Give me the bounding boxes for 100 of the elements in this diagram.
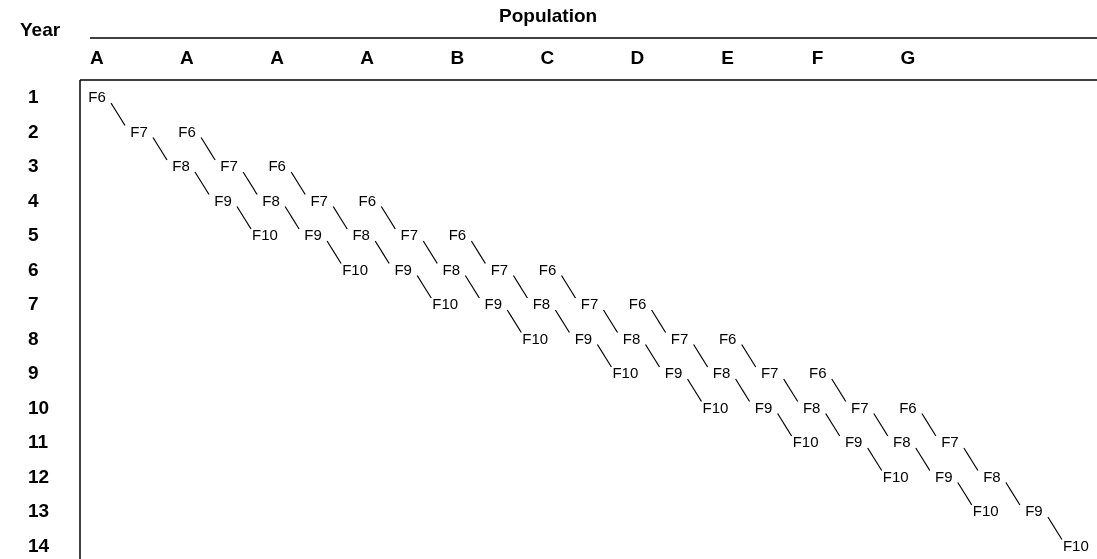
connector-line [290,171,306,196]
row-header: 12 [28,465,50,488]
connector-line [380,205,396,230]
generation-label: F6 [531,259,564,280]
generation-label: F7 [843,397,876,418]
connector-line [686,378,703,403]
connector-line [422,240,438,265]
connector-line [554,309,570,334]
connector-line [416,274,432,299]
generation-label: F6 [261,156,294,176]
generation-label: F8 [525,294,558,314]
generation-label: F8 [255,190,288,211]
connector-line [200,136,216,161]
column-header: A [90,47,104,69]
generation-label: F9 [837,432,870,452]
generation-label: F6 [351,190,384,211]
connector-line [596,343,612,368]
column-header: F [811,47,824,69]
connector-line [1047,516,1063,541]
generation-label: F7 [303,190,336,211]
row-header: 5 [28,224,39,246]
connector-line [284,205,300,230]
connector-line [873,412,889,437]
column-header: D [630,47,645,69]
generation-label: F7 [753,363,786,383]
row-header: 3 [28,155,39,177]
row-header: 14 [28,534,50,557]
generation-label: F10 [609,363,642,383]
generation-label: F10 [249,225,281,245]
connector-line [651,309,667,334]
connector-line [915,447,931,472]
connector-line [236,205,252,230]
connector-line [110,102,126,127]
generation-label: F8 [705,363,738,383]
generation-label: F9 [657,363,690,383]
generation-label: F8 [615,328,648,349]
row-header: 7 [28,293,39,315]
generation-label: F9 [747,397,780,418]
generation-label: F8 [885,432,918,452]
connector-line [326,240,342,265]
generation-label: F9 [927,466,960,487]
column-header: A [360,47,375,69]
row-header: 4 [28,189,39,212]
column-header: G [900,47,916,69]
connector-line [921,412,937,437]
row-header: 11 [28,431,49,453]
connector-line [741,343,757,368]
column-header: A [270,47,284,69]
generation-label: F8 [975,466,1008,487]
generation-label: F9 [387,259,420,280]
connector-line [464,274,480,299]
connector-line [242,171,258,196]
connector-line [825,412,841,437]
generation-label: F10 [429,294,462,314]
generation-label: F7 [123,121,155,142]
generation-label: F7 [663,328,696,349]
column-header: B [450,47,465,69]
connector-line [152,136,168,161]
connector-line [693,343,709,368]
connector-line [957,481,973,506]
generation-label: F8 [165,156,197,176]
generation-label: F10 [1059,535,1092,556]
connector-line [194,171,210,196]
connector-line [777,412,793,437]
generation-label: F6 [441,225,474,245]
generation-label: F7 [933,432,966,452]
connector-line [963,447,979,472]
row-header: 1 [28,86,39,108]
generation-label: F7 [573,294,606,314]
generation-label: F8 [345,225,378,245]
connector-line [644,343,661,368]
connector-line [1005,481,1021,506]
generation-label: F6 [891,397,924,418]
generation-label: F7 [393,225,426,245]
generation-label: F8 [435,259,468,280]
row-header: 13 [28,500,50,522]
generation-label: F10 [699,397,732,418]
row-header: 6 [28,258,39,281]
connector-line [831,378,847,403]
generation-label: F10 [789,432,822,452]
axis-title: Population [499,5,598,27]
connector-line [512,274,528,299]
generation-label: F7 [483,259,516,280]
generation-label: F6 [801,363,834,383]
generation-label: F10 [339,259,372,280]
column-header: A [180,47,194,69]
generation-label: F10 [969,501,1002,521]
generation-label: F9 [207,190,239,211]
generation-label: F8 [795,397,828,418]
connector-line [332,205,348,230]
generation-label: F9 [567,328,600,349]
generation-label: F10 [519,328,552,349]
connector-line [867,447,883,472]
row-header: 10 [28,396,50,419]
connector-line [560,274,577,299]
connector-line [735,378,751,403]
generation-label: F6 [81,87,113,107]
generation-label: F9 [1017,501,1050,521]
connector-line [374,240,390,265]
connector-line [602,309,619,334]
